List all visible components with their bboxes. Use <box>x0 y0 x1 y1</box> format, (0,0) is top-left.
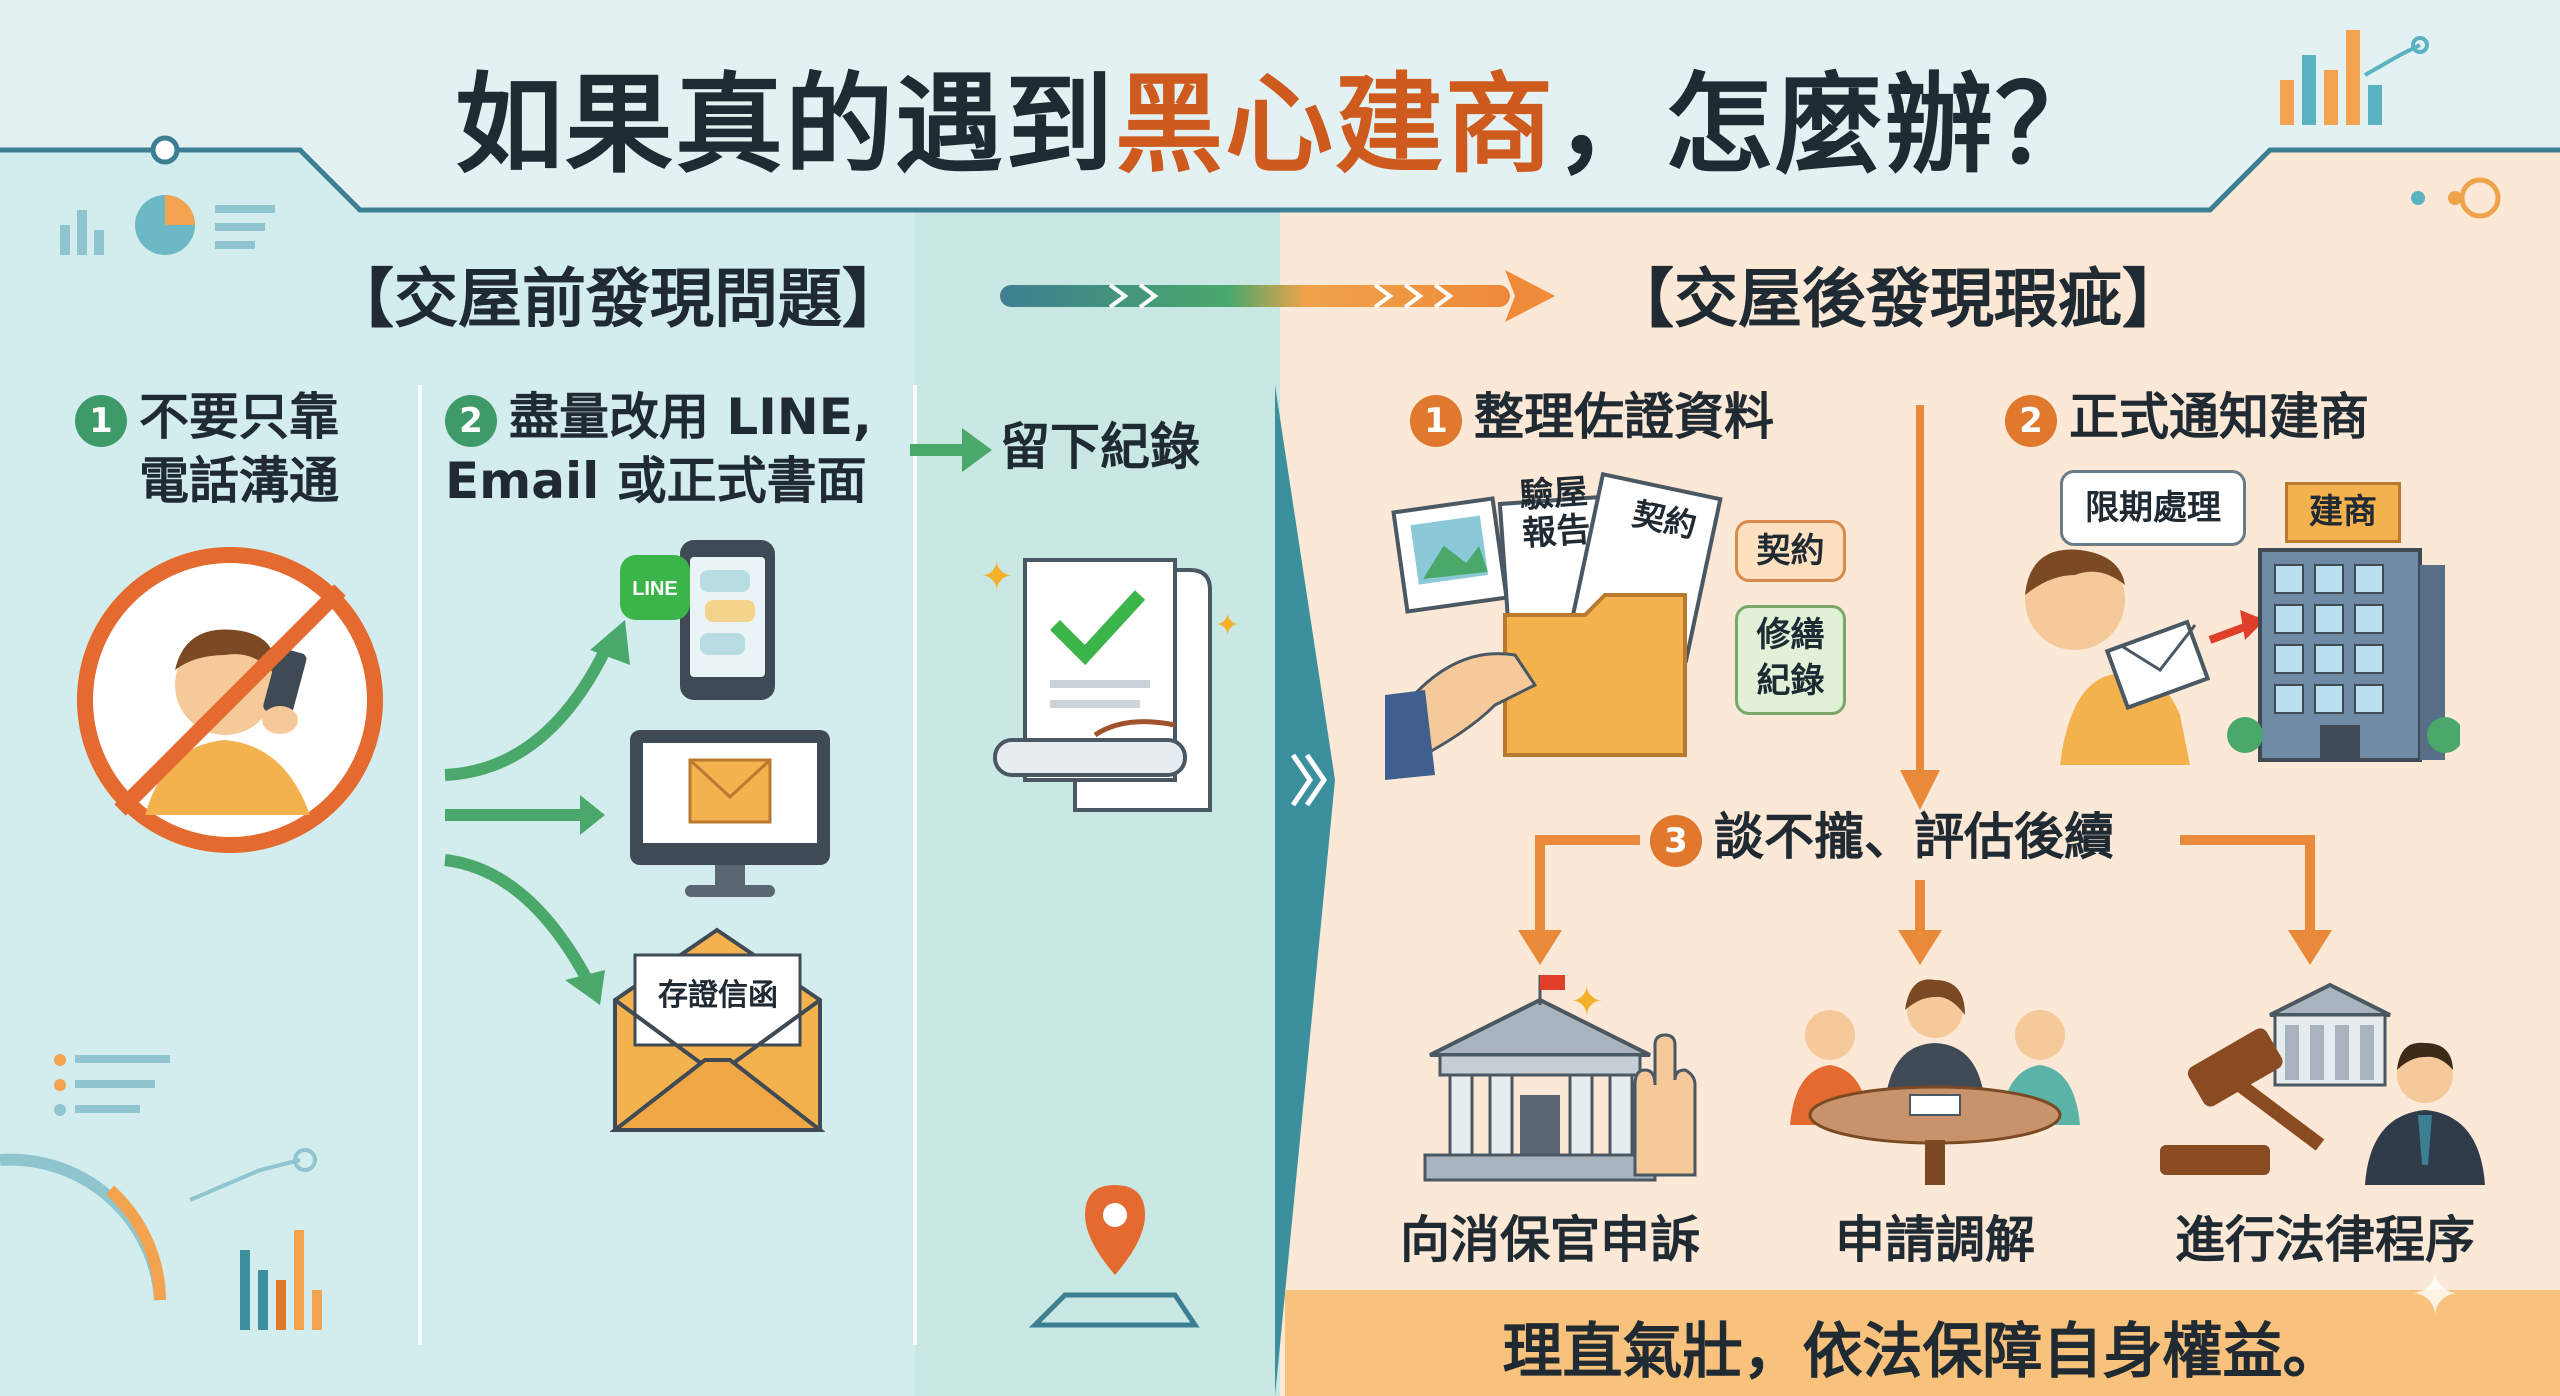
header-frame <box>0 0 2560 219</box>
line-app-icon <box>620 555 690 620</box>
decor-bottom-left <box>0 1054 322 1330</box>
bottom-banner <box>1285 1290 2560 1396</box>
notify-builder-illustration <box>2025 548 2460 765</box>
no-phone-call-icon <box>77 547 383 853</box>
chart-decoration-icon <box>60 195 275 255</box>
svg-text:✦: ✦ <box>1570 979 1604 1025</box>
orange-branch-arrows <box>1518 835 2332 965</box>
step-number-badge: 2 <box>445 394 497 447</box>
orange-down-arrow <box>1900 405 1940 810</box>
mediation-meeting-icon <box>1790 979 2080 1185</box>
certified-letter-label: 存證信函 <box>658 978 778 1013</box>
bar-chart-icon <box>2280 30 2429 125</box>
step-number-badge: 1 <box>75 394 127 447</box>
right-section-title: 【交屋後發現瑕疵】 <box>1610 263 2186 337</box>
consumer-protection-building-icon: ✦ <box>1423 975 1697 1182</box>
sparkle-icon: ✦ <box>2410 1260 2461 1330</box>
record-label: 留下紀錄 <box>1000 418 1200 476</box>
checked-document-icon: ✦ ✦ <box>980 554 1240 812</box>
option-mediation: 申請調解 <box>1835 1211 2035 1269</box>
contract-tag: 契約 <box>1735 520 1846 582</box>
step-number-badge: 2 <box>2005 394 2057 447</box>
evidence-folder-icon <box>1385 471 1723 780</box>
line-chat-phone-icon: LINE <box>620 540 775 700</box>
certified-letter-icon <box>610 927 825 1132</box>
email-monitor-icon <box>630 730 830 897</box>
panel-chevron-divider <box>1275 385 1335 1396</box>
svg-text:✦: ✦ <box>980 554 1014 600</box>
divider <box>913 385 917 1345</box>
svg-text:LINE: LINE <box>632 578 678 600</box>
green-branch-arrows <box>444 620 630 1005</box>
page-title: 如果真的遇到黑心建商，怎麼辦？ <box>454 63 2106 188</box>
legal-procedure-icon <box>2160 982 2485 1185</box>
step-number-badge: 3 <box>1650 814 1702 867</box>
step-number-badge: 1 <box>1410 394 1462 447</box>
option-consumer-protection: 向消保官申訴 <box>1400 1211 1700 1269</box>
section-connector-arrow <box>1000 270 1555 322</box>
repair-record-tag: 修繕 紀錄 <box>1735 605 1846 715</box>
inspection-report-tag: 驗屋 報告 <box>1518 471 1592 555</box>
bottom-slogan: 理直氣壯，依法保障自身權益。 <box>1502 1317 2343 1387</box>
svg-text:✦: ✦ <box>1215 608 1240 643</box>
deadline-speech-bubble: 限期處理 <box>2060 470 2246 546</box>
builder-sign: 建商 <box>2285 482 2401 543</box>
divider <box>418 385 422 1345</box>
green-arrow-to-record <box>910 428 992 472</box>
left-section-title: 【交屋前發現問題】 <box>330 263 906 337</box>
option-legal-procedure: 進行法律程序 <box>2175 1211 2475 1269</box>
location-pin-icon <box>1028 1185 1200 1328</box>
